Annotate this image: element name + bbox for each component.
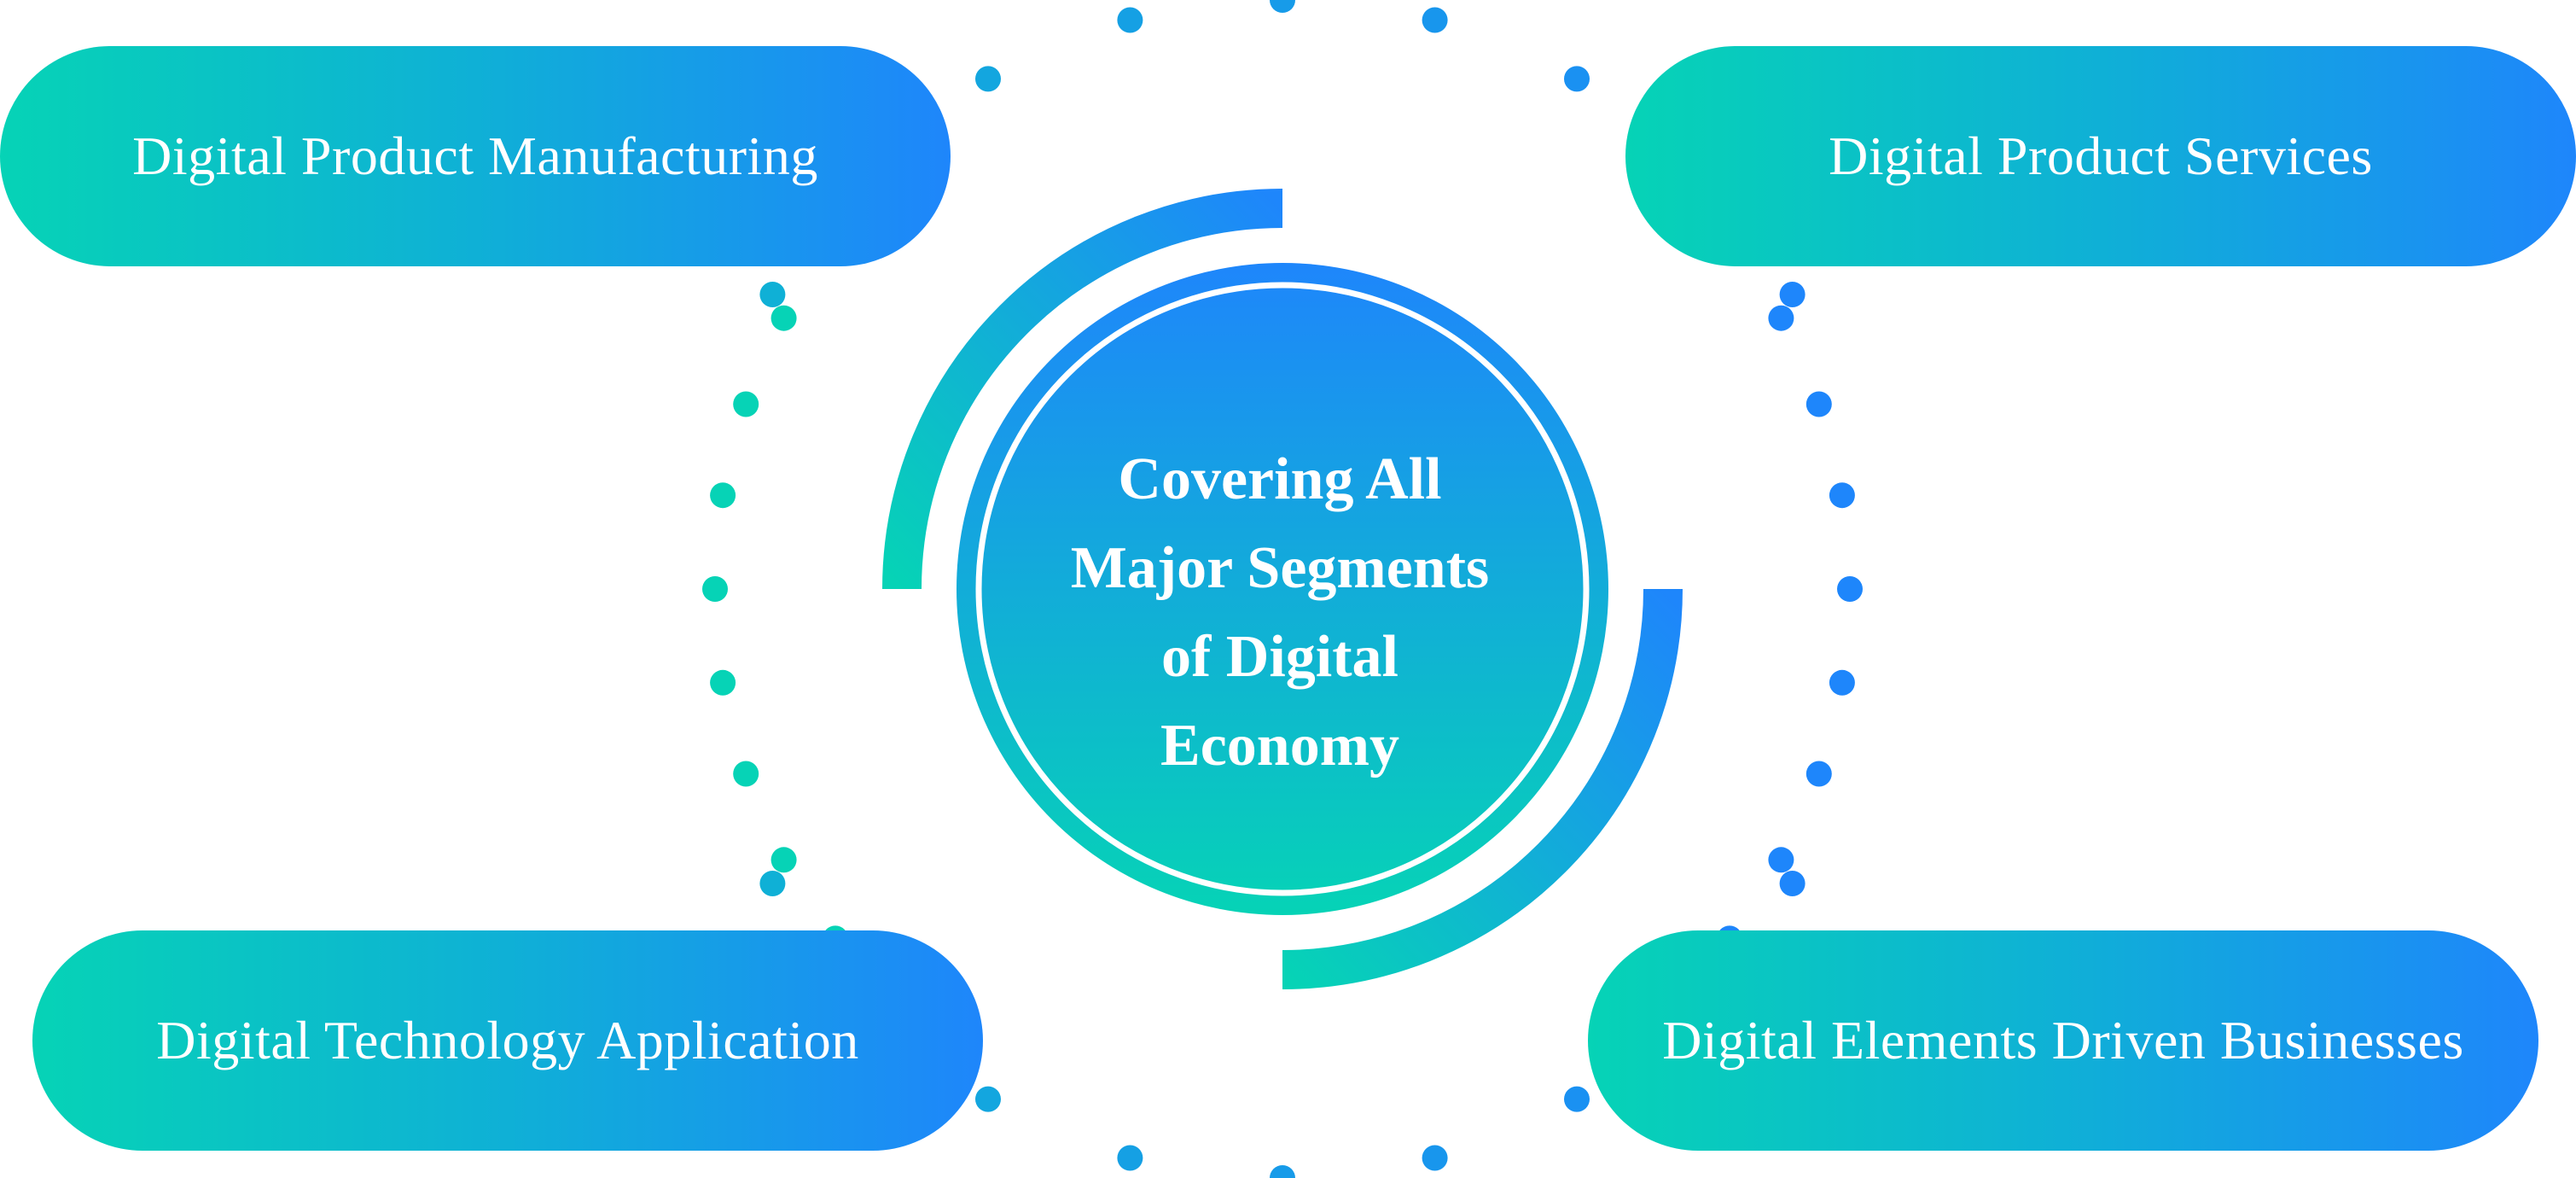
dot xyxy=(733,761,759,787)
dot xyxy=(1564,66,1590,92)
segment-label: Digital Product Manufacturing xyxy=(132,125,818,186)
center-title-line: of Digital xyxy=(1160,624,1399,690)
arc-top-left xyxy=(882,189,1283,590)
segment-digital-elements-driven-businesses: Digital Elements Driven Businesses xyxy=(1588,930,2538,1151)
dotted-arc-left xyxy=(702,226,848,952)
dot xyxy=(770,847,797,873)
dotted-arc-right xyxy=(1717,226,1863,952)
segment-label: Digital Elements Driven Businesses xyxy=(1662,1010,2464,1070)
dot xyxy=(1422,7,1448,33)
dot xyxy=(1779,282,1806,307)
dot xyxy=(759,282,786,307)
center-title-line: Covering All xyxy=(1118,446,1442,512)
center-ring xyxy=(975,282,1590,896)
segment-digital-product-services: Digital Product Services xyxy=(1625,46,2576,266)
center-circle xyxy=(957,263,1608,915)
dot xyxy=(1768,305,1794,331)
dot xyxy=(975,1086,1001,1112)
dot xyxy=(1117,7,1143,33)
dot xyxy=(1779,871,1806,896)
segment-digital-product-manufacturing: Digital Product Manufacturing xyxy=(0,46,951,266)
dot xyxy=(770,305,797,331)
segment-digital-technology-application: Digital Technology Application xyxy=(32,930,983,1151)
dot xyxy=(759,871,786,896)
dot xyxy=(1837,576,1863,602)
dot xyxy=(702,576,728,602)
dot xyxy=(975,66,1001,92)
dot xyxy=(733,391,759,417)
dot xyxy=(1270,0,1295,13)
arc-bottom-right xyxy=(1282,588,1683,989)
center-title-line: Economy xyxy=(1160,713,1399,779)
dot xyxy=(710,669,736,696)
dot xyxy=(1829,482,1855,509)
dot xyxy=(1768,847,1794,873)
center-title: Covering All Major Segments of Digital E… xyxy=(1024,435,1536,790)
segment-label: Digital Technology Application xyxy=(156,1010,859,1070)
dot xyxy=(1829,669,1855,696)
dot xyxy=(1564,1086,1590,1112)
dot xyxy=(1806,391,1832,417)
dot xyxy=(1270,1165,1295,1178)
center-title-line: Major Segments xyxy=(1070,535,1490,601)
dot xyxy=(710,482,736,509)
dot xyxy=(1422,1145,1448,1171)
segment-label: Digital Product Services xyxy=(1829,125,2373,186)
dot xyxy=(1117,1145,1143,1171)
dot xyxy=(1806,761,1832,787)
